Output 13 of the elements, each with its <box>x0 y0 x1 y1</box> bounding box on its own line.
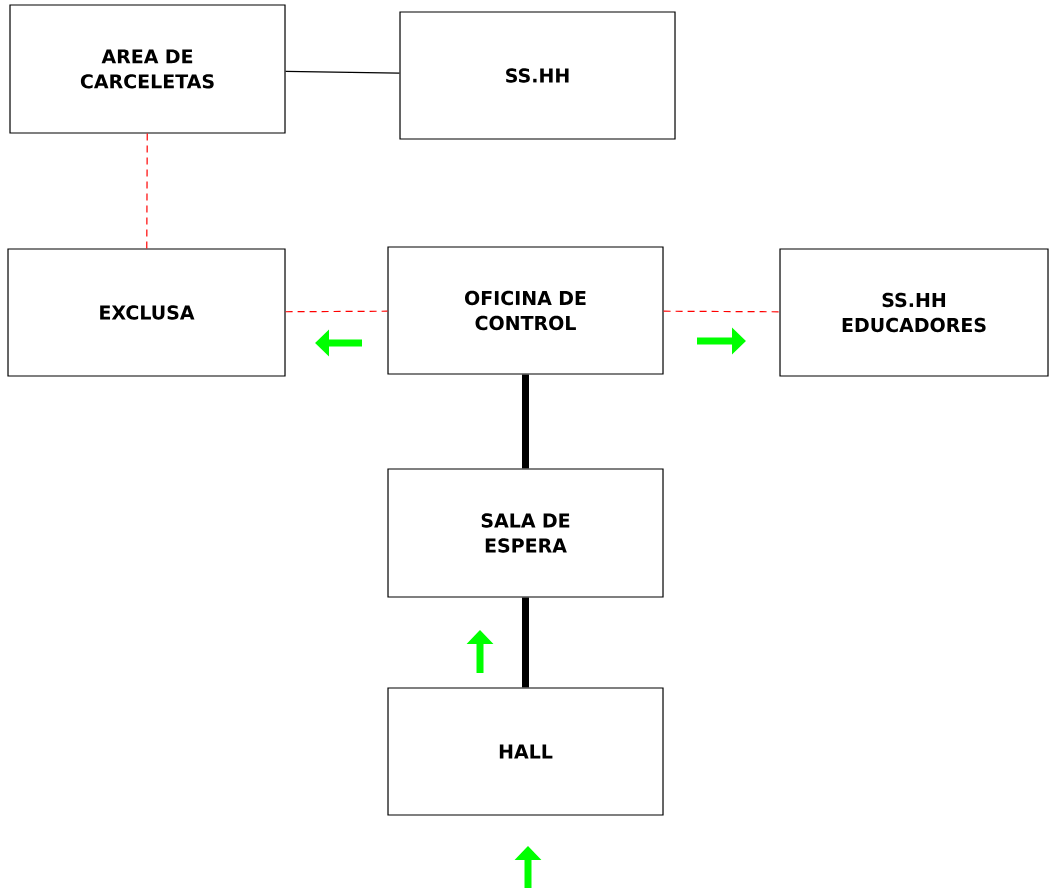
room-box: SALA DE ESPERA <box>387 468 664 598</box>
room-box: EXCLUSA <box>7 248 286 377</box>
connector-line <box>522 374 529 469</box>
connector-line <box>146 133 148 249</box>
room-box: SS.HH EDUCADORES <box>779 248 1049 377</box>
room-box: OFICINA DE CONTROL <box>387 246 664 375</box>
connector-line <box>285 70 400 74</box>
connector-line <box>663 310 780 313</box>
room-box: SS.HH <box>399 11 676 140</box>
connector-line <box>285 310 388 313</box>
room-box: AREA DE CARCELETAS <box>9 4 286 134</box>
room-box: HALL <box>387 687 664 816</box>
connector-line <box>522 597 529 688</box>
